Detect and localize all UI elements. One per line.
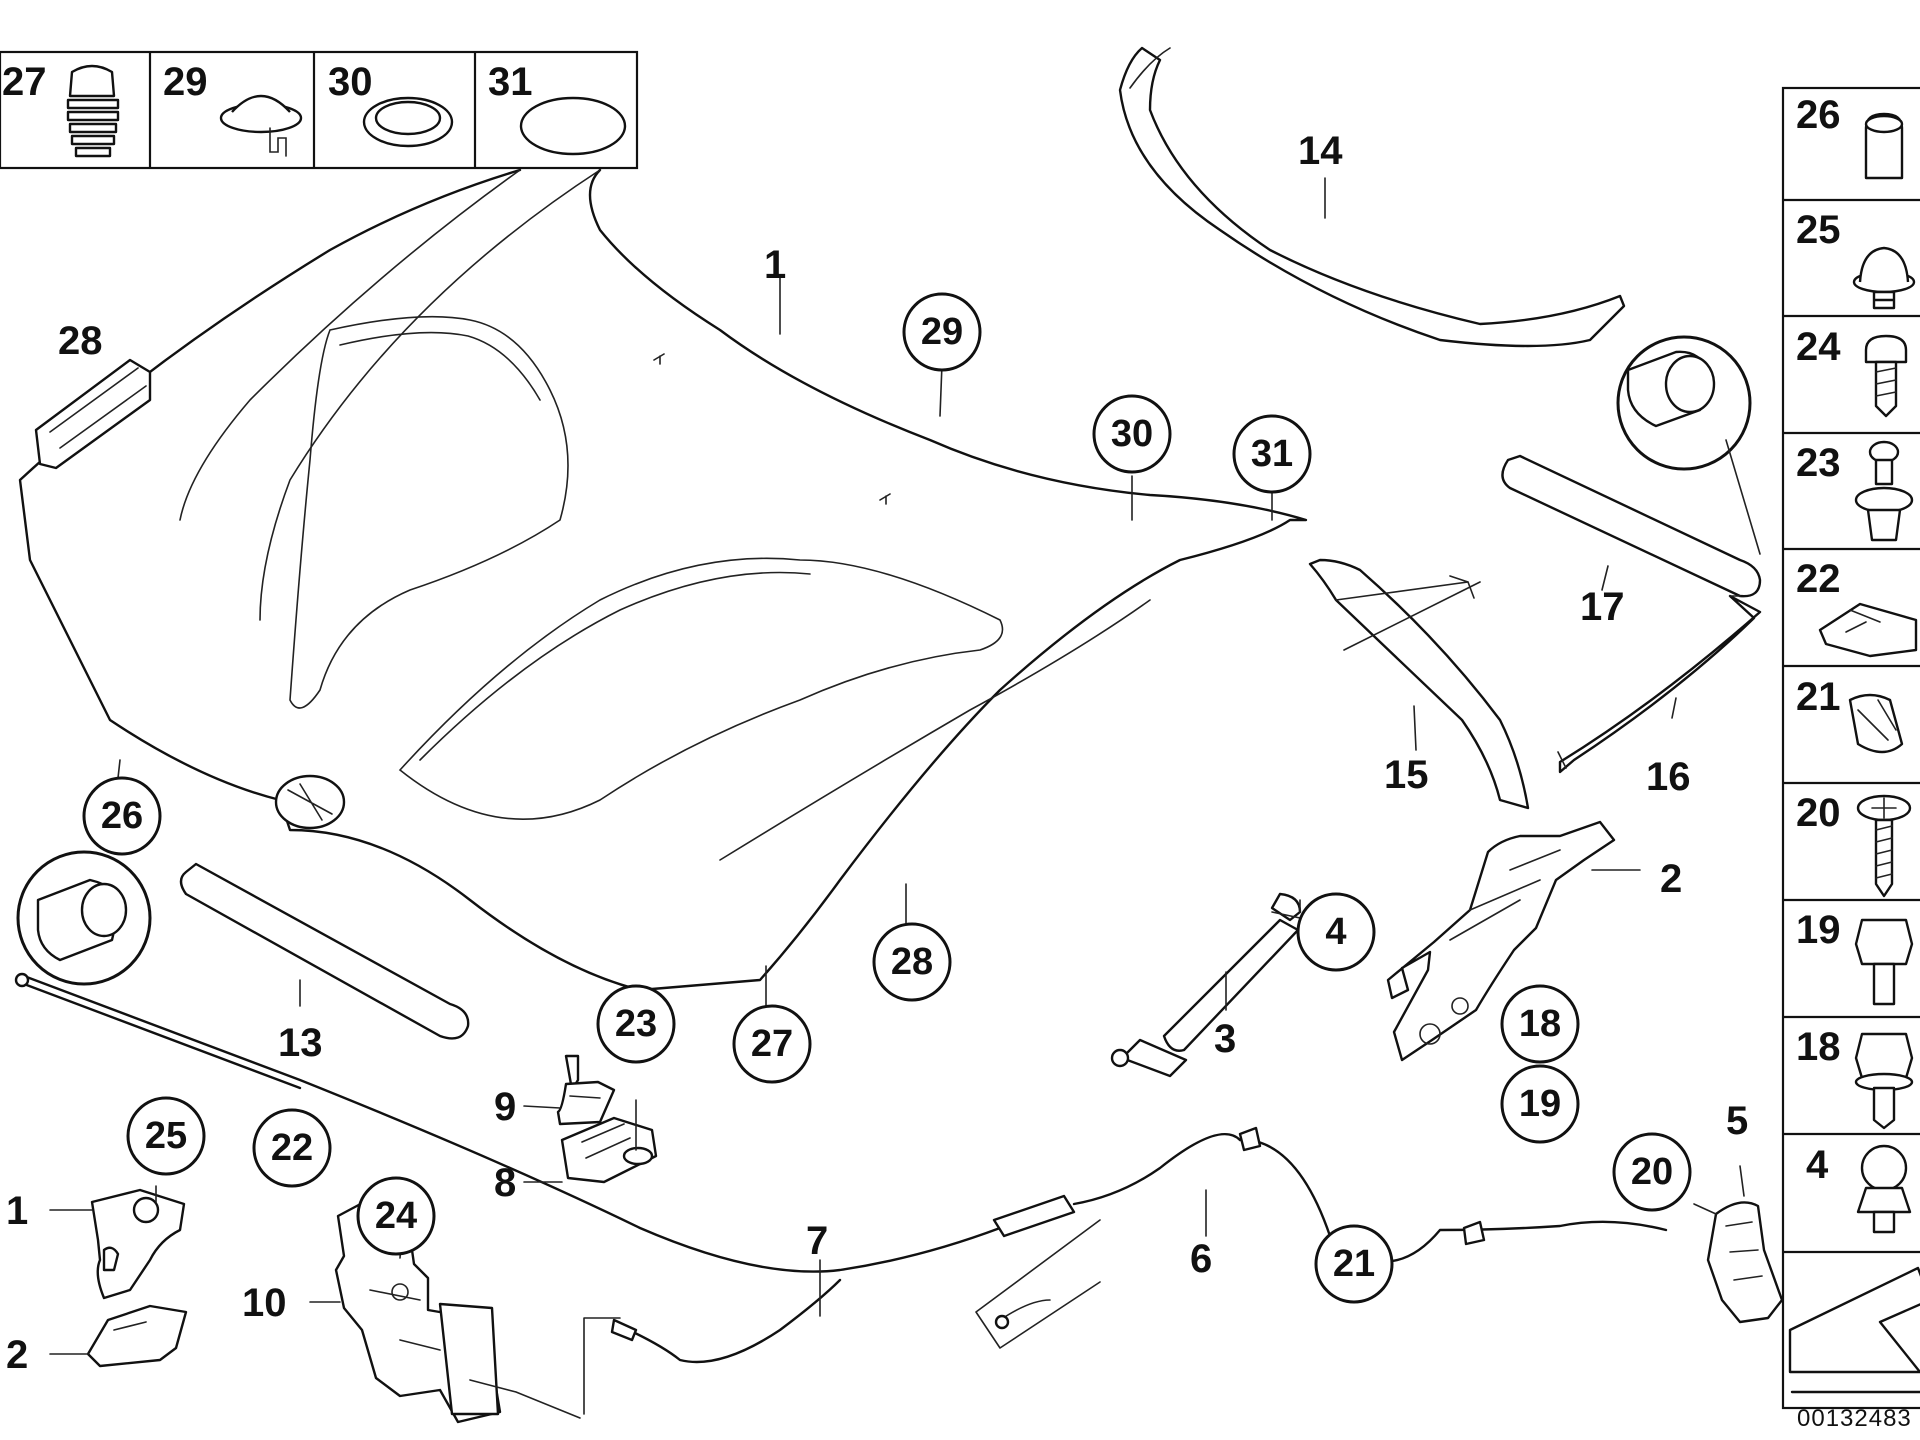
side-legend-label: 26 [1796, 93, 1841, 137]
callout-label: 1 [6, 1189, 28, 1233]
seal-bracket-right-part [1557, 594, 1762, 774]
rivet-part [1852, 246, 1916, 310]
plug-part [362, 96, 454, 148]
top-legend: 27 29 30 31 [0, 50, 639, 170]
circled-callout-label: 18 [1519, 1003, 1561, 1045]
diagram-code: 00132483 [1797, 1405, 1912, 1432]
hood-lock-part [334, 1198, 502, 1424]
top-legend-label: 31 [488, 60, 533, 104]
circled-callout-label: 29 [921, 311, 963, 353]
circled-callout-label: 22 [271, 1127, 313, 1169]
callout-label: 14 [1298, 129, 1343, 173]
top-legend-label: 30 [328, 60, 373, 104]
side-legend-label: 18 [1796, 1025, 1841, 1069]
cap-part [1864, 112, 1904, 180]
top-legend-label: 29 [163, 60, 208, 104]
callout-label: 6 [1190, 1237, 1212, 1281]
side-legend-label: 20 [1796, 791, 1841, 835]
washer-screw-part [1856, 794, 1912, 898]
callout-label: 9 [494, 1085, 516, 1129]
leader-lines [49, 177, 1745, 1355]
arrow-symbol [1788, 1266, 1920, 1394]
callout-label: 13 [278, 1021, 323, 1065]
side-legend-label: 19 [1796, 908, 1841, 952]
callout-label: 5 [1726, 1099, 1748, 1143]
plain-labels: 1 14 28 17 15 16 2 13 3 9 8 5 7 6 10 1 2 [6, 129, 1748, 1377]
circled-callout-label: 31 [1251, 433, 1293, 475]
bracket-part [90, 1188, 186, 1300]
callout-label: 2 [1660, 857, 1682, 901]
clip-part [1848, 693, 1904, 754]
circled-callout-label: 19 [1519, 1083, 1561, 1125]
strip-clip-part [34, 358, 152, 470]
ball-stud-part [1856, 1144, 1912, 1234]
bolt-part [1854, 918, 1914, 1006]
plate-part [86, 1304, 188, 1368]
circled-callout-label: 4 [1325, 911, 1346, 953]
side-legend-label: 24 [1796, 325, 1841, 369]
cable-part [14, 972, 1668, 1419]
callout-label: 7 [806, 1219, 828, 1263]
hinge-part [1386, 820, 1616, 1062]
side-legend-frame [1781, 86, 1920, 1410]
circled-callout-label: 21 [1333, 1243, 1375, 1285]
callout-label: 28 [58, 319, 103, 363]
gas-strut-part [1110, 892, 1302, 1078]
circled-callout-label: 20 [1631, 1151, 1673, 1193]
screw-part [1864, 334, 1908, 418]
flange-bolt-part [1854, 1032, 1914, 1130]
top-legend-label: 27 [2, 60, 47, 104]
buffer-part [556, 1054, 616, 1126]
circled-callout-label: 24 [375, 1195, 417, 1237]
release-handle-part [1706, 1201, 1784, 1324]
spring-nut-part [1818, 602, 1918, 658]
callout-label: 15 [1384, 753, 1429, 797]
callout-label: 1 [764, 243, 786, 287]
side-legend-label: 21 [1796, 675, 1841, 719]
side-legend-label: 22 [1796, 557, 1841, 601]
callout-label: 10 [242, 1281, 287, 1325]
callout-label: 17 [1580, 585, 1625, 629]
grommet-part [219, 94, 303, 157]
side-legend: 26 25 24 23 22 21 20 19 18 4 [1781, 86, 1920, 1410]
rod-part [16, 850, 470, 1040]
seal-bracket-left-part [1308, 558, 1530, 810]
callout-label: 16 [1646, 755, 1691, 799]
circled-callout-label: 25 [145, 1115, 187, 1157]
callout-label: 3 [1214, 1017, 1236, 1061]
support-rod-part [1501, 335, 1762, 598]
side-legend-label: 4 [1806, 1143, 1829, 1187]
top-legend-frame [0, 50, 639, 170]
circled-labels: 29 30 31 26 4 28 27 23 18 19 25 22 24 20… [82, 292, 1692, 1304]
spring-clip-part [66, 64, 120, 158]
circled-callout-label: 27 [751, 1023, 793, 1065]
hood-part [18, 168, 1308, 992]
circled-callout-label: 26 [101, 795, 143, 837]
lock-pad-part [560, 1116, 658, 1184]
side-legend-label: 23 [1796, 441, 1841, 485]
side-legend-label: 25 [1796, 208, 1841, 252]
seal-ring-part [519, 96, 627, 156]
circled-callout-label: 23 [615, 1003, 657, 1045]
callout-label: 8 [494, 1161, 516, 1205]
circled-callout-label: 28 [891, 941, 933, 983]
push-clip-part [1854, 440, 1914, 542]
seal-strip-part [1118, 46, 1626, 348]
callout-label: 2 [6, 1333, 28, 1377]
circled-callout-label: 30 [1111, 413, 1153, 455]
